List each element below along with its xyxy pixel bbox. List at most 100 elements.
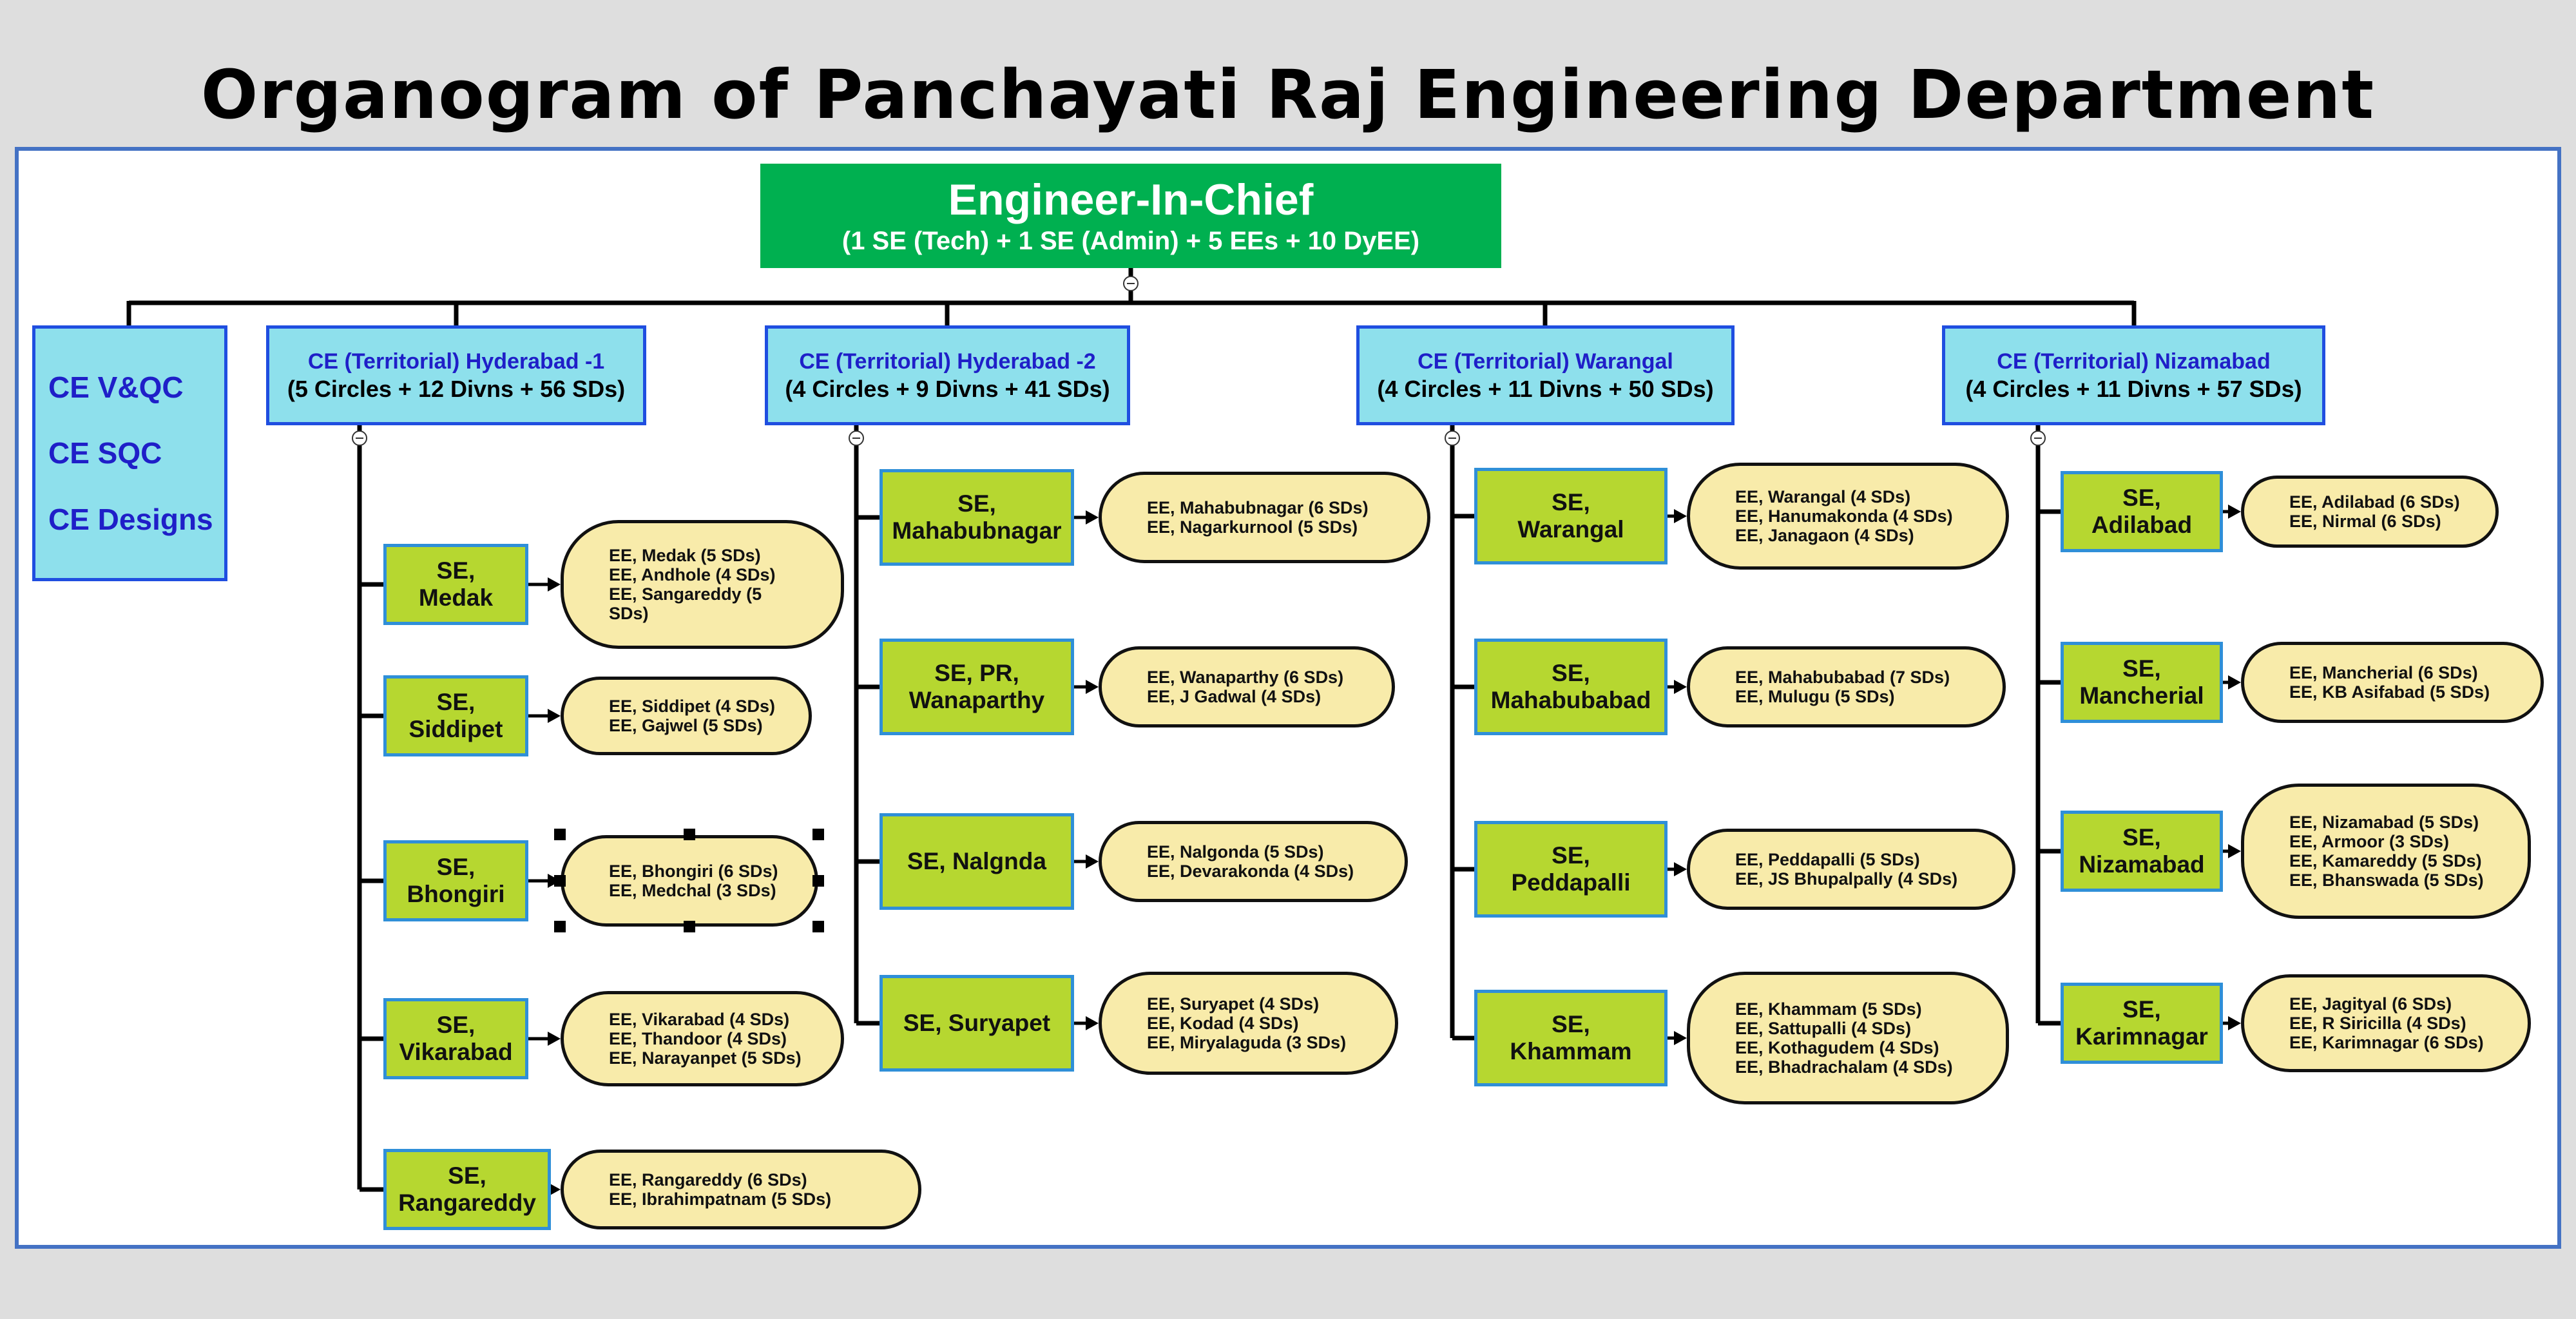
executive-engineer-box[interactable]: EE, Medak (5 SDs)EE, Andhole (4 SDs)EE, … <box>561 520 844 649</box>
ee-label-line: EE, Bhongiri (6 SDs) <box>609 862 778 881</box>
ee-label-line: EE, Kodad (4 SDs) <box>1147 1014 1299 1033</box>
selection-handle[interactable] <box>554 829 566 840</box>
ee-label-line: EE, R Siricilla (4 SDs) <box>2289 1014 2466 1033</box>
executive-engineer-box[interactable]: EE, Peddapalli (5 SDs)EE, JS Bhupalpally… <box>1687 829 2015 910</box>
superintending-engineer-box[interactable]: SE,Nizamabad <box>2061 811 2223 892</box>
selection-handle[interactable] <box>812 875 824 887</box>
chief-engineer-summary: (4 Circles + 11 Divns + 57 SDs) <box>1965 375 2302 402</box>
se-label-line: SE, <box>448 1162 486 1189</box>
executive-engineer-box[interactable]: EE, Vikarabad (4 SDs)EE, Thandoor (4 SDs… <box>561 991 844 1086</box>
selection-handle[interactable] <box>812 921 824 932</box>
ee-label-line: EE, Medak (5 SDs) <box>609 546 761 565</box>
superintending-engineer-box[interactable]: SE, Suryapet <box>879 975 1074 1072</box>
arrow-head-icon <box>1086 1016 1099 1030</box>
ee-label-line: EE, Jagityal (6 SDs) <box>2289 994 2452 1014</box>
executive-engineer-box[interactable]: EE, Wanaparthy (6 SDs)EE, J Gadwal (4 SD… <box>1099 646 1395 727</box>
ee-label-line: EE, Andhole (4 SDs) <box>609 565 776 584</box>
selection-handle[interactable] <box>554 875 566 887</box>
se-label-line: Siddipet <box>409 716 503 742</box>
chief-engineer-summary: (4 Circles + 9 Divns + 41 SDs) <box>785 375 1110 402</box>
superintending-engineer-box[interactable]: SE,Rangareddy <box>383 1149 551 1230</box>
executive-engineer-box[interactable]: EE, Bhongiri (6 SDs)EE, Medchal (3 SDs) <box>561 835 818 927</box>
ee-label-line: EE, Medchal (3 SDs) <box>609 881 776 900</box>
ee-label-line: EE, Warangal (4 SDs) <box>1735 487 1911 506</box>
superintending-engineer-box[interactable]: SE, PR,Wanaparthy <box>879 639 1074 735</box>
selection-handle[interactable] <box>554 921 566 932</box>
executive-engineer-box[interactable]: EE, Mancherial (6 SDs)EE, KB Asifabad (5… <box>2241 642 2544 723</box>
se-label-line: SE, <box>436 557 476 584</box>
superintending-engineer-box[interactable]: SE,Karimnagar <box>2061 983 2223 1064</box>
arrow-head-icon <box>2228 505 2241 519</box>
superintending-engineer-box[interactable]: SE,Siddipet <box>383 675 528 756</box>
ee-label-line: EE, Rangareddy (6 SDs) <box>609 1170 807 1189</box>
se-label-line: SE, <box>1552 489 1590 515</box>
ee-label-line: EE, Armoor (3 SDs) <box>2289 832 2450 851</box>
selection-handle[interactable] <box>684 829 695 840</box>
engineer-in-chief-subtitle: (1 SE (Tech) + 1 SE (Admin) + 5 EEs + 10… <box>841 227 1420 255</box>
chief-engineer-box[interactable]: CE (Territorial) Hyderabad -2(4 Circles … <box>765 325 1130 425</box>
ee-label-line: EE, JS Bhupalpally (4 SDs) <box>1735 869 1958 889</box>
selection-handle[interactable] <box>684 921 695 932</box>
ee-label-line: SDs) <box>609 604 649 623</box>
executive-engineer-box[interactable]: EE, Mahabubnagar (6 SDs)EE, Nagarkurnool… <box>1099 472 1430 563</box>
superintending-engineer-box[interactable]: SE,Mancherial <box>2061 642 2223 723</box>
superintending-engineer-box[interactable]: SE,Peddapalli <box>1474 821 1668 918</box>
se-label-line: Vikarabad <box>399 1039 513 1065</box>
ee-label-line: EE, Siddipet (4 SDs) <box>609 697 776 716</box>
se-label-line: SE, <box>1552 1011 1590 1037</box>
ee-label-line: EE, Kamareddy (5 SDs) <box>2289 851 2482 871</box>
arrow-head-icon <box>548 1032 561 1046</box>
superintending-engineer-box[interactable]: SE,Bhongiri <box>383 840 528 921</box>
superintending-engineer-box[interactable]: SE,Adilabad <box>2061 471 2223 552</box>
ee-label-line: EE, Adilabad (6 SDs) <box>2289 492 2460 512</box>
chief-engineer-box[interactable]: CE (Territorial) Nizamabad(4 Circles + 1… <box>1942 325 2325 425</box>
executive-engineer-box[interactable]: EE, Rangareddy (6 SDs)EE, Ibrahimpatnam … <box>561 1150 921 1229</box>
se-label-line: Peddapalli <box>1511 869 1631 896</box>
executive-engineer-box[interactable]: EE, Mahabubabad (7 SDs)EE, Mulugu (5 SDs… <box>1687 646 2006 727</box>
executive-engineer-box[interactable]: EE, Nizamabad (5 SDs)EE, Armoor (3 SDs)E… <box>2241 784 2531 919</box>
ee-label-line: EE, Mahabubabad (7 SDs) <box>1735 668 1950 687</box>
superintending-engineer-box[interactable]: SE,Mahabubnagar <box>879 469 1074 566</box>
superintending-engineer-box[interactable]: SE,Medak <box>383 544 528 625</box>
executive-engineer-box[interactable]: EE, Khammam (5 SDs)EE, Sattupalli (4 SDs… <box>1687 972 2009 1104</box>
se-label-line: Adilabad <box>2091 512 2193 538</box>
superintending-engineer-box[interactable]: SE, Nalgnda <box>879 813 1074 910</box>
ee-label-line: EE, J Gadwal (4 SDs) <box>1147 687 1322 706</box>
superintending-engineer-box[interactable]: SE,Vikarabad <box>383 998 528 1079</box>
ee-label-line: EE, Sattupalli (4 SDs) <box>1735 1019 1912 1038</box>
ee-label-line: EE, Suryapet (4 SDs) <box>1147 994 1320 1014</box>
ee-label-line: EE, Gajwel (5 SDs) <box>609 716 763 735</box>
se-label-line: SE, Suryapet <box>903 1010 1051 1036</box>
arrow-head-icon <box>2228 1016 2241 1030</box>
ee-label-line: EE, Bhanswada (5 SDs) <box>2289 871 2484 890</box>
executive-engineer-box[interactable]: EE, Nalgonda (5 SDs)EE, Devarakonda (4 S… <box>1099 821 1408 902</box>
chief-engineer-name: CE (Territorial) Nizamabad <box>1997 349 2271 374</box>
selection-handle[interactable] <box>812 829 824 840</box>
executive-engineer-box[interactable]: EE, Jagityal (6 SDs)EE, R Siricilla (4 S… <box>2241 974 2531 1072</box>
superintending-engineer-box[interactable]: SE,Mahabubabad <box>1474 639 1668 735</box>
engineer-in-chief-box[interactable]: Engineer-In-Chief(1 SE (Tech) + 1 SE (Ad… <box>760 164 1501 268</box>
se-label-line: SE, <box>436 689 476 715</box>
se-label-line: SE, PR, <box>934 660 1019 686</box>
arrow-head-icon <box>1674 1031 1687 1045</box>
executive-engineer-box[interactable]: EE, Warangal (4 SDs)EE, Hanumakonda (4 S… <box>1687 463 2009 570</box>
ee-label-line: EE, Nirmal (6 SDs) <box>2289 512 2441 531</box>
se-label-line: SE, <box>1552 842 1590 869</box>
se-label-line: SE, <box>2122 996 2161 1023</box>
se-label-line: SE, <box>957 490 996 517</box>
ee-label-line: EE, Nalgonda (5 SDs) <box>1147 842 1324 862</box>
arrow-head-icon <box>1086 680 1099 694</box>
ee-label-line: EE, Mancherial (6 SDs) <box>2289 663 2478 682</box>
se-label-line: SE, <box>436 1012 476 1038</box>
executive-engineer-box[interactable]: EE, Siddipet (4 SDs)EE, Gajwel (5 SDs) <box>561 677 812 755</box>
executive-engineer-box[interactable]: EE, Suryapet (4 SDs)EE, Kodad (4 SDs)EE,… <box>1099 972 1398 1075</box>
superintending-engineer-box[interactable]: SE,Warangal <box>1474 468 1668 564</box>
superintending-engineer-box[interactable]: SE,Khammam <box>1474 990 1668 1086</box>
ee-label-line: EE, Hanumakonda (4 SDs) <box>1735 506 1953 526</box>
ee-label-line: EE, Vikarabad (4 SDs) <box>609 1010 790 1029</box>
chief-engineer-box[interactable]: CE (Territorial) Warangal(4 Circles + 11… <box>1356 325 1735 425</box>
executive-engineer-box[interactable]: EE, Adilabad (6 SDs)EE, Nirmal (6 SDs) <box>2241 476 2499 548</box>
chief-engineer-box[interactable]: CE (Territorial) Hyderabad -1(5 Circles … <box>266 325 646 425</box>
